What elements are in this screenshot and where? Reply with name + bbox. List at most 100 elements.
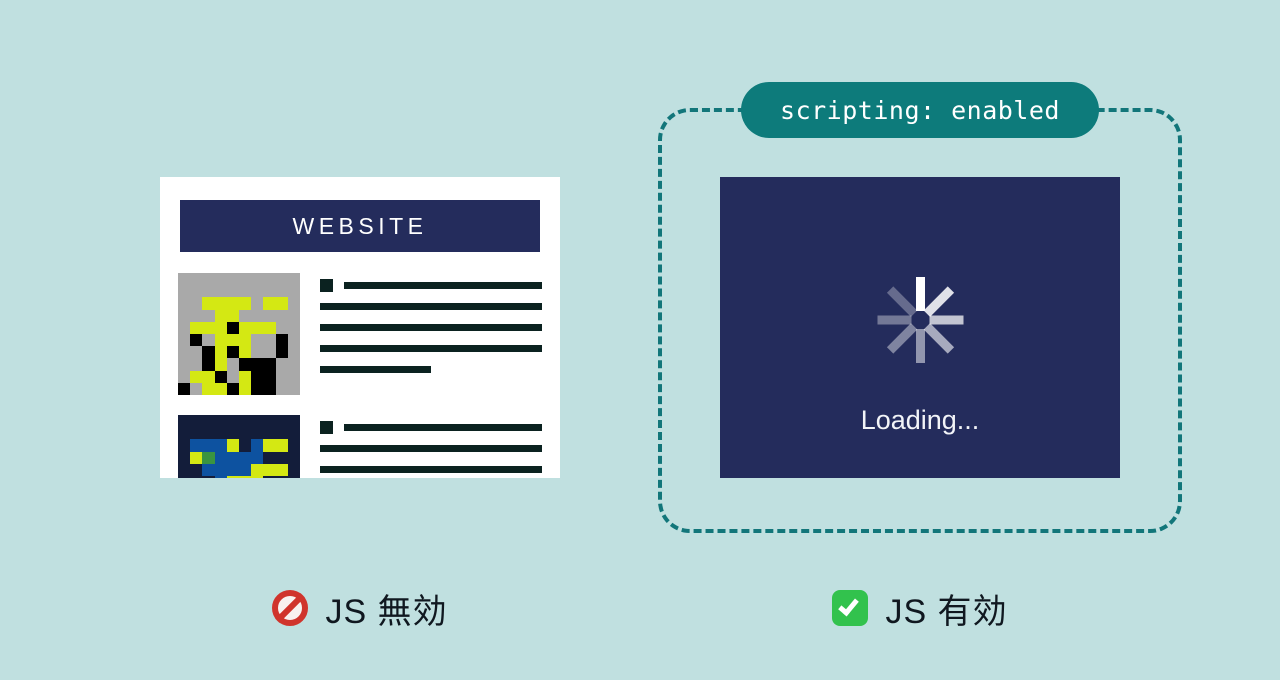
placeholder-pixel <box>190 427 202 439</box>
placeholder-pixel <box>238 370 252 383</box>
placeholder-pixel <box>238 475 252 478</box>
placeholder-pixel <box>238 333 252 347</box>
placeholder-pixel <box>263 452 275 464</box>
article-text-lines <box>320 279 542 387</box>
placeholder-pixel <box>263 285 275 297</box>
placeholder-pixel <box>178 322 190 334</box>
placeholder-pixel <box>263 463 276 476</box>
placeholder-pixel <box>214 463 227 476</box>
placeholder-pixel <box>276 383 288 395</box>
placeholder-pixel <box>251 334 263 346</box>
placeholder-pixel <box>178 285 190 297</box>
placeholder-pixel <box>202 346 215 359</box>
no-js-website-card: WEBSITE <box>160 177 560 478</box>
placeholder-pixel <box>251 370 264 383</box>
placeholder-pixel <box>190 346 202 358</box>
placeholder-pixel <box>202 358 215 371</box>
placeholder-pixel <box>178 415 190 427</box>
placeholder-pixel <box>214 333 227 347</box>
placeholder-pixel <box>263 358 276 371</box>
placeholder-pixel <box>202 297 215 310</box>
website-title: WEBSITE <box>292 212 428 239</box>
scripting-status-badge: scripting: enabled <box>741 82 1099 138</box>
placeholder-pixel <box>263 310 275 322</box>
placeholder-pixel <box>190 310 202 322</box>
placeholder-pixel <box>288 452 300 464</box>
placeholder-pixel <box>227 371 239 383</box>
placeholder-pixel <box>251 285 263 297</box>
placeholder-pixel <box>178 371 190 383</box>
placeholder-pixel <box>276 310 288 322</box>
placeholder-pixel <box>214 439 227 452</box>
placeholder-pixel <box>251 475 264 478</box>
placeholder-pixel <box>215 285 227 297</box>
placeholder-pixel <box>202 273 214 285</box>
text-line <box>344 424 542 431</box>
placeholder-pixel <box>239 310 251 322</box>
text-line <box>320 366 431 373</box>
placeholder-pixel <box>226 382 239 395</box>
placeholder-pixel <box>226 297 239 310</box>
loading-label: Loading... <box>860 405 980 435</box>
placeholder-pixel <box>227 273 239 285</box>
placeholder-pixel <box>251 439 264 452</box>
placeholder-pixel <box>275 346 288 359</box>
spinner-spoke <box>915 329 925 363</box>
placeholder-pixel <box>202 285 214 297</box>
placeholder-pixel <box>178 334 190 346</box>
spinner-spoke <box>923 286 954 317</box>
placeholder-pixel <box>214 370 227 383</box>
placeholder-pixel <box>239 439 251 451</box>
placeholder-pixel <box>263 476 275 478</box>
placeholder-pixel <box>202 310 214 322</box>
placeholder-pixel <box>263 382 276 395</box>
placeholder-pixel <box>239 415 251 427</box>
article-headline-line <box>320 279 542 292</box>
article-headline-line <box>320 421 542 434</box>
placeholder-pixel <box>238 382 252 395</box>
placeholder-pixel <box>202 427 214 439</box>
placeholder-pixel <box>276 452 288 464</box>
caption-js-disabled-label: JS 無効 <box>325 592 448 631</box>
placeholder-pixel <box>190 464 202 476</box>
placeholder-pixel <box>288 346 300 358</box>
placeholder-pixel <box>238 297 252 310</box>
placeholder-pixel <box>288 371 300 383</box>
placeholder-pixel <box>239 285 251 297</box>
placeholder-pixel <box>178 382 191 395</box>
placeholder-pixel <box>276 371 288 383</box>
placeholder-pixel <box>202 382 215 395</box>
placeholder-pixel <box>190 370 203 383</box>
placeholder-pixel <box>276 285 288 297</box>
placeholder-pixel <box>263 427 275 439</box>
website-header-bar: WEBSITE <box>180 200 540 252</box>
placeholder-pixel <box>202 415 214 427</box>
placeholder-pixel <box>226 439 239 452</box>
placeholder-pixel <box>251 358 264 371</box>
spinner-spoke <box>915 277 925 311</box>
placeholder-pixel <box>288 358 300 370</box>
placeholder-pixel <box>288 297 300 309</box>
placeholder-pixel <box>215 415 227 427</box>
placeholder-pixel <box>214 309 227 322</box>
placeholder-pixel <box>288 383 300 395</box>
placeholder-pixel <box>226 463 239 476</box>
placeholder-pixel <box>251 310 263 322</box>
caption-js-enabled: JS 有効 <box>720 578 1120 638</box>
placeholder-pixel <box>178 346 190 358</box>
spinner-spoke <box>877 315 911 325</box>
placeholder-pixel <box>202 439 215 452</box>
placeholder-pixel <box>239 427 251 439</box>
placeholder-pixel <box>190 321 203 334</box>
placeholder-pixel <box>178 273 190 285</box>
placeholder-pixel <box>190 415 202 427</box>
caption-js-disabled: JS 無効 <box>160 578 560 638</box>
placeholder-pixel <box>275 333 288 347</box>
placeholder-pixel <box>214 346 227 359</box>
placeholder-pixel <box>190 451 203 464</box>
placeholder-pixel <box>288 285 300 297</box>
placeholder-pixel <box>214 451 227 464</box>
placeholder-pixel <box>288 310 300 322</box>
placeholder-pixel <box>288 464 300 476</box>
placeholder-pixel <box>238 321 252 334</box>
